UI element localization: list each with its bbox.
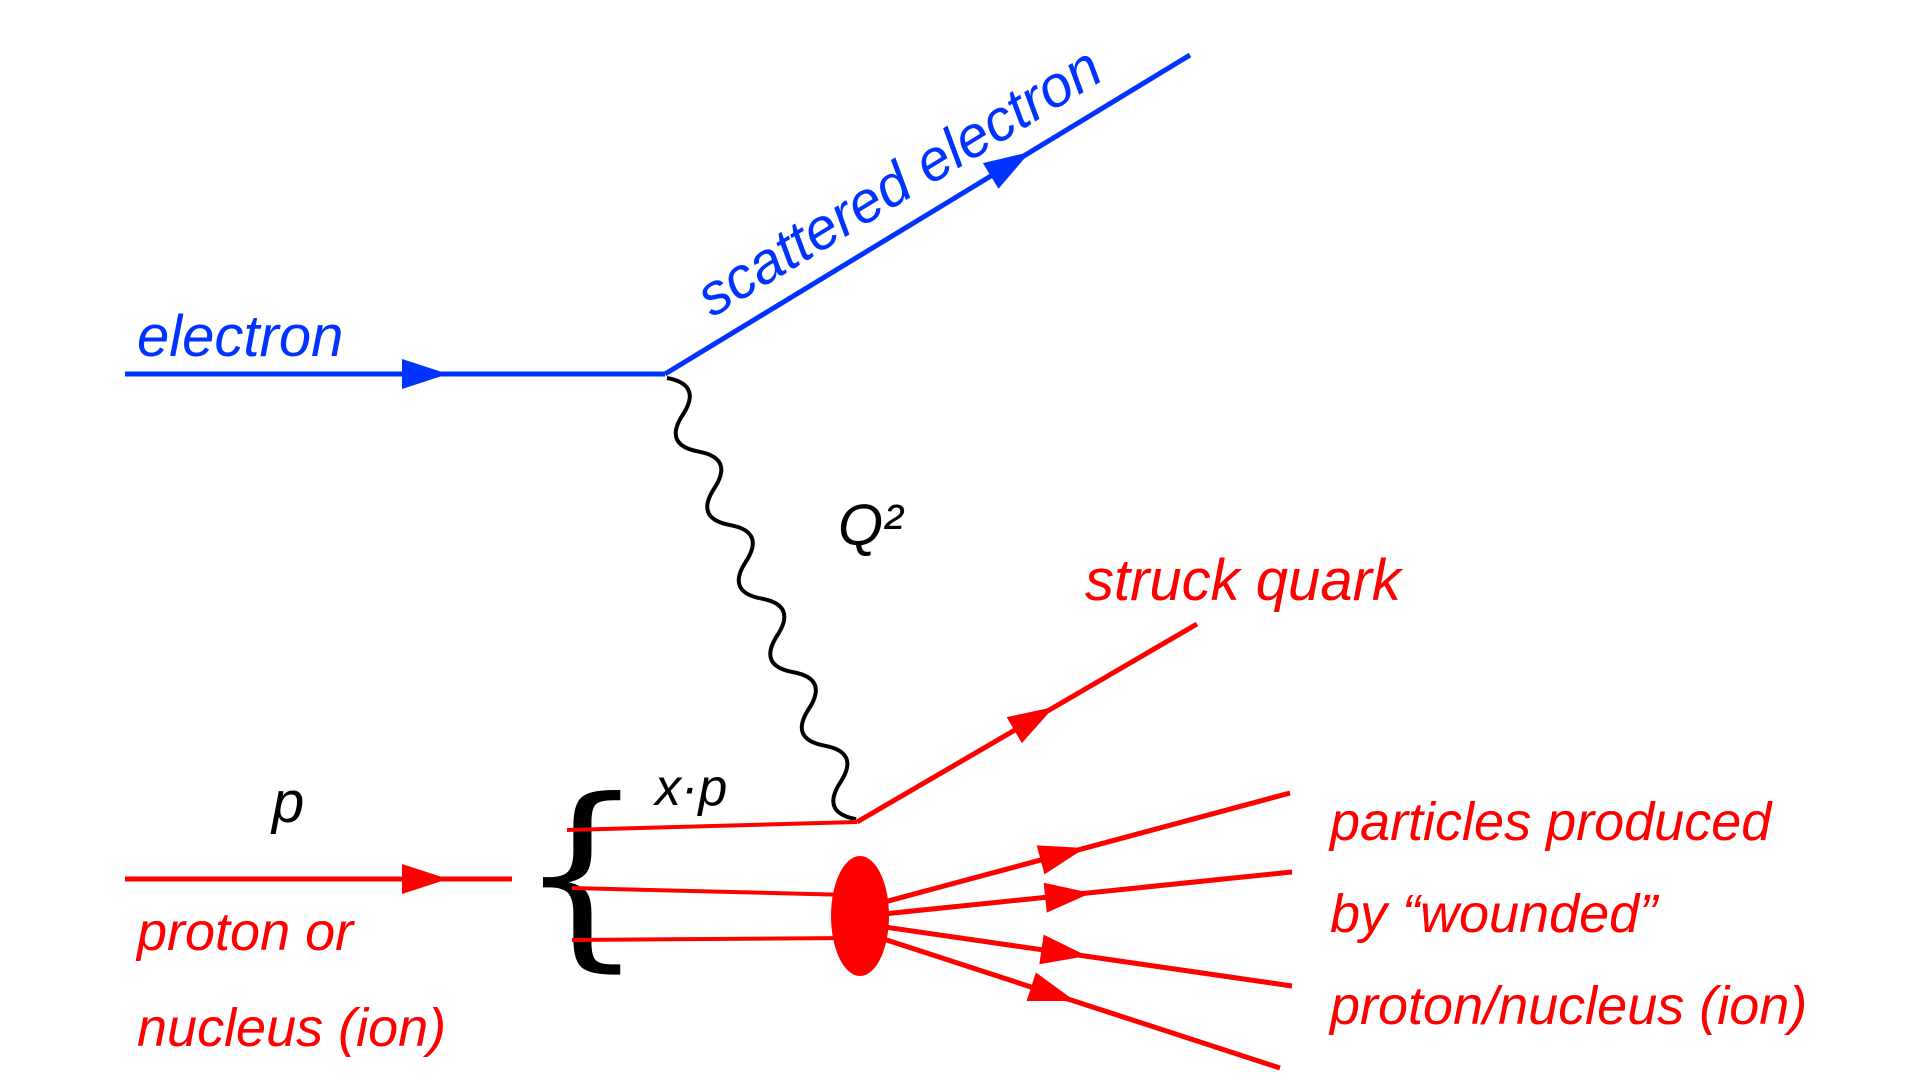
proton-caption-line2: nucleus (ion) xyxy=(137,998,446,1058)
proton-caption-line1: proton or xyxy=(135,902,355,962)
remnant-arrowhead-1-icon xyxy=(1036,845,1085,875)
proton-momentum-label: p xyxy=(270,770,304,835)
q2-label: Q² xyxy=(838,493,905,558)
parton-line-top xyxy=(566,820,858,832)
proton-beam-arrowhead-icon xyxy=(402,864,448,894)
struck-quark-label: struck quark xyxy=(1085,548,1404,613)
struck-quark-arrowhead-icon xyxy=(1006,707,1054,744)
interaction-blob xyxy=(831,856,889,976)
electron-beam-arrowhead-icon xyxy=(402,359,448,389)
remnant-caption-line3: proton/nucleus (ion) xyxy=(1328,976,1807,1036)
remnant-arrowhead-4-icon xyxy=(1026,972,1075,1002)
remnant-caption-line1: particles produced xyxy=(1328,792,1773,852)
parton-momentum-label: x·p xyxy=(652,759,727,817)
remnant-arrowhead-3-icon xyxy=(1039,934,1087,965)
photon-wavy-line xyxy=(666,376,857,822)
remnant-arrowhead-2-icon xyxy=(1043,882,1091,913)
parton-line-middle xyxy=(571,886,851,897)
brace-glyph: { xyxy=(518,757,645,990)
scattered-electron-line xyxy=(663,52,1192,377)
scattered-electron-arrowhead-icon xyxy=(982,152,1030,189)
parton-line-bottom xyxy=(571,936,851,942)
electron-label: electron xyxy=(137,304,343,369)
remnant-caption-line2: by “wounded” xyxy=(1330,884,1659,944)
scattered-electron-label: scattered electron xyxy=(685,34,1113,329)
